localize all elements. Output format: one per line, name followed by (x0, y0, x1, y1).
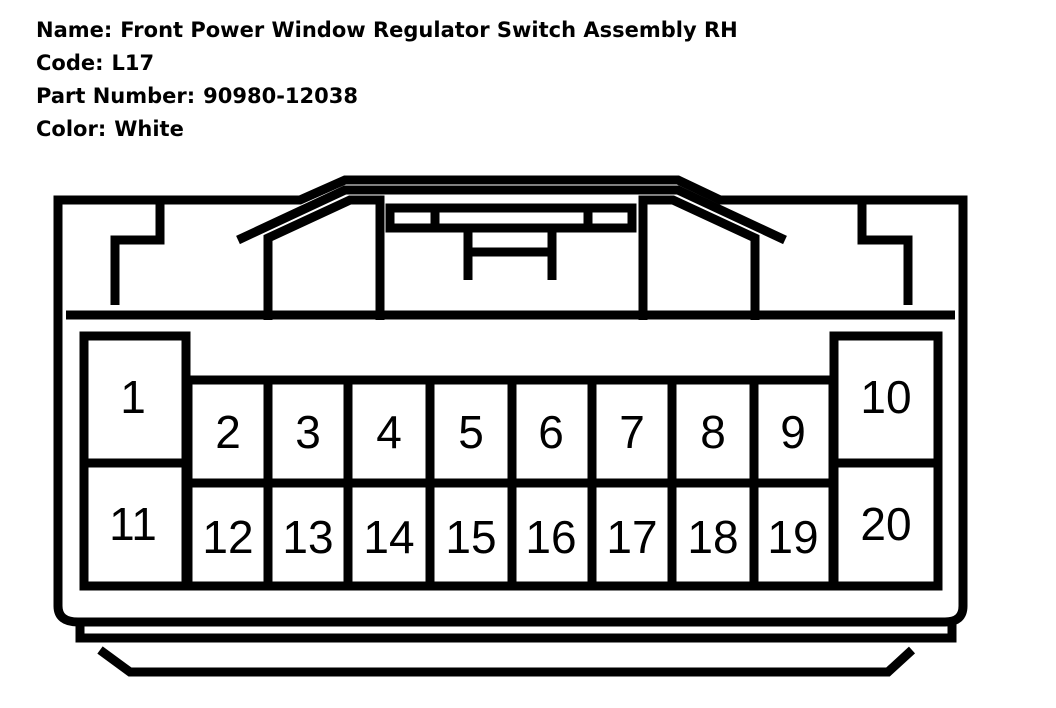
pin-3: 3 (295, 406, 321, 458)
pin-1: 1 (120, 371, 146, 423)
part-number-label: Part Number: (36, 84, 196, 108)
right-notch (857, 200, 913, 305)
latch-tab (430, 210, 593, 228)
part-name: Front Power Window Regulator Switch Asse… (120, 18, 738, 42)
latch-right-wall (638, 195, 760, 320)
pin-11: 11 (109, 498, 157, 550)
color-row: Color: White (36, 113, 738, 146)
latch-rail (385, 203, 637, 233)
latch-housing (236, 185, 787, 245)
name-row: Name: Front Power Window Regulator Switch… (36, 14, 738, 47)
part-info: Name: Front Power Window Regulator Switch… (36, 14, 738, 146)
pin-7: 7 (619, 406, 645, 458)
pin-9: 9 (780, 406, 806, 458)
pin-18: 18 (687, 511, 738, 563)
pin-14: 14 (363, 511, 414, 563)
connector-base (97, 646, 916, 677)
grid-column-dividers (263, 380, 759, 586)
pin-17: 17 (606, 511, 657, 563)
color-label: Color: (36, 117, 107, 141)
pin-15: 15 (445, 511, 496, 563)
pin-4: 4 (376, 406, 402, 458)
connector-bottom-rail (75, 622, 957, 643)
pin-labels: 1 2 3 4 5 6 7 8 9 10 11 12 13 14 15 16 1… (109, 371, 911, 563)
latch-left-wall (263, 195, 385, 320)
connector-housing-outline (53, 175, 968, 627)
pin-2: 2 (215, 406, 241, 458)
part-number-row: Part Number: 90980-12038 (36, 80, 738, 113)
pin-19: 19 (767, 511, 818, 563)
pin-10: 10 (860, 371, 911, 423)
pin-5: 5 (458, 406, 484, 458)
pin-16: 16 (525, 511, 576, 563)
code-label: Code: (36, 51, 104, 75)
part-code: L17 (111, 51, 155, 75)
pin-6: 6 (538, 406, 564, 458)
latch-lock (463, 232, 557, 280)
part-number: 90980-12038 (203, 84, 358, 108)
name-label: Name: (36, 18, 113, 42)
code-row: Code: L17 (36, 47, 738, 80)
part-color: White (114, 117, 184, 141)
pin-12: 12 (202, 511, 253, 563)
pin-13: 13 (282, 511, 333, 563)
pin-8: 8 (700, 406, 726, 458)
pin-20: 20 (860, 498, 911, 550)
left-notch (110, 200, 165, 305)
